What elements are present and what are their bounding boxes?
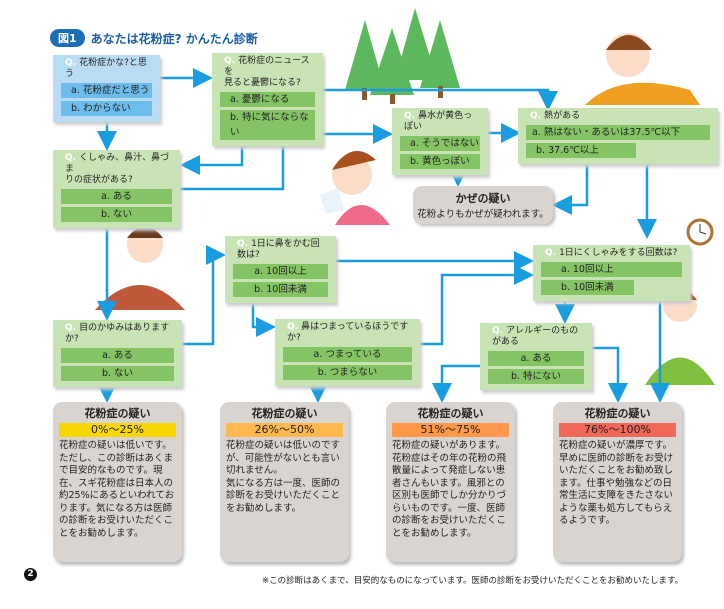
question-text: 目のかゆみはありますか? bbox=[65, 323, 170, 344]
option-b[interactable]: b. つまらない bbox=[283, 365, 412, 380]
option-a[interactable]: a. 憂鬱になる bbox=[220, 92, 315, 107]
question-box-q5: Q.熱がある a. 熱はない・あるいは37.5℃以下 b. 37.6℃以上 bbox=[518, 108, 718, 164]
clock-icon bbox=[686, 218, 714, 246]
result-heading: 花粉症の疑い bbox=[417, 407, 484, 420]
option-b[interactable]: b. 10回未満 bbox=[541, 280, 634, 295]
q-prefix: Q. bbox=[530, 111, 542, 121]
q-prefix: Q. bbox=[65, 58, 77, 68]
q-prefix: Q. bbox=[404, 111, 416, 121]
woman-sneezing-illustration bbox=[320, 151, 390, 225]
result-range: 26%～50% bbox=[226, 423, 343, 437]
page-number: 2 bbox=[24, 568, 37, 581]
pine-trees-illustration bbox=[345, 8, 460, 104]
result-box-26-50: 花粉症の疑い 26%～50% 花粉症の疑いは低いのですが、可能性がないとも言い切… bbox=[220, 402, 349, 562]
figure-title: 図1 あなたは花粉症? かんたん診断 bbox=[50, 29, 258, 47]
option-b[interactable]: b. ない bbox=[61, 366, 174, 381]
option-a[interactable]: a. ある bbox=[488, 351, 584, 366]
result-text: 花粉症の疑いが濃厚です。早めに医師の診断をお受けいただくことをお勧め致します。仕… bbox=[559, 440, 674, 526]
question-text: 1日にくしゃみをする回数は? bbox=[559, 248, 678, 258]
question-text: 花粉症かな?と思う bbox=[65, 58, 147, 79]
footnote: ※この診断はあくまで、目安的なものになっています。医師の診断をお受けいただくこと… bbox=[262, 576, 684, 586]
option-a[interactable]: a. つまっている bbox=[283, 347, 412, 362]
q-prefix: Q. bbox=[492, 326, 504, 336]
question-text: アレルギーのものがある bbox=[492, 326, 579, 347]
option-a[interactable]: a. 花粉症だと思う bbox=[61, 83, 152, 98]
question-box-q9: Q.鼻はつまっているほうですか? a. つまっている b. つまらない bbox=[275, 319, 420, 386]
q-prefix: Q. bbox=[545, 248, 557, 258]
result-text: 花粉症の疑いがあります。花粉症はその年の花粉の飛散量によって発症しない患者さんも… bbox=[392, 440, 507, 539]
q-prefix: Q. bbox=[224, 56, 236, 66]
option-a[interactable]: a. 熱はない・あるいは37.5℃以下 bbox=[526, 125, 710, 140]
q-prefix: Q. bbox=[65, 323, 77, 333]
option-a[interactable]: a. ある bbox=[61, 348, 174, 363]
question-text: 鼻水が黄色っぽい bbox=[404, 111, 473, 132]
question-box-q8: Q.目のかゆみはありますか? a. ある b. ない bbox=[53, 320, 182, 387]
woman-fever-illustration bbox=[585, 33, 700, 105]
question-box-q2: Q.花粉症のニュースを 見ると憂鬱になる? a. 憂鬱になる b. 特に気になら… bbox=[212, 53, 323, 146]
result-box-51-75: 花粉症の疑い 51%～75% 花粉症の疑いがあります。花粉症はその年の花粉の飛散… bbox=[386, 402, 515, 562]
result-box-0-25: 花粉症の疑い 0%～25% 花粉症の疑いは低いです。ただし、この診断はあくまで目… bbox=[53, 402, 182, 562]
question-box-q7: Q.1日にくしゃみをする回数は? a. 10回以上 b. 10回未満 bbox=[533, 245, 690, 301]
result-text: 花粉症の疑いは低いのですが、可能性がないとも言い切れません。 気になる方は一度、… bbox=[226, 440, 341, 514]
question-text: 鼻はつまっているほうですか? bbox=[287, 322, 409, 343]
question-box-q6: Q.1日に鼻をかむ回数は? a. 10回以上 b. 10回未満 bbox=[225, 236, 336, 303]
title-text: あなたは花粉症? かんたん診断 bbox=[90, 31, 258, 46]
option-a[interactable]: a. 10回以上 bbox=[541, 262, 682, 277]
q-prefix: Q. bbox=[287, 322, 299, 332]
figure-badge: 図1 bbox=[50, 29, 85, 47]
question-text: 熱がある bbox=[544, 111, 581, 121]
option-b[interactable]: b. 黄色っぽい bbox=[400, 154, 480, 169]
cold-result-box: かぜの疑い 花粉よりもかぜが疑われます。 bbox=[413, 186, 553, 224]
cold-heading: かぜの疑い bbox=[455, 192, 511, 205]
question-text: 1日に鼻をかむ回数は? bbox=[237, 239, 320, 260]
question-box-q10: Q.アレルギーのものがある a. ある b. 特にない bbox=[480, 323, 592, 390]
option-a[interactable]: a. 10回以上 bbox=[233, 264, 328, 279]
q-prefix: Q. bbox=[65, 153, 77, 163]
option-b[interactable]: b. 特にない bbox=[488, 369, 584, 384]
result-heading: 花粉症の疑い bbox=[584, 407, 651, 420]
man-itchy-eyes-illustration bbox=[95, 226, 185, 310]
question-box-q4: Q.鼻水が黄色っぽい a. そうではない b. 黄色っぽい bbox=[392, 108, 488, 175]
result-text: 花粉症の疑いは低いです。ただし、この診断はあくまで目安的なものです。現在、スギ花… bbox=[59, 440, 175, 539]
result-heading: 花粉症の疑い bbox=[251, 407, 318, 420]
question-text: くしゃみ、鼻汁、鼻づま りの症状がある? bbox=[65, 153, 170, 185]
question-text: 花粉症のニュースを 見ると憂鬱になる? bbox=[224, 56, 310, 88]
result-box-76-100: 花粉症の疑い 76%～100% 花粉症の疑いが濃厚です。早めに医師の診断をお受け… bbox=[553, 402, 682, 562]
result-heading: 花粉症の疑い bbox=[84, 407, 151, 420]
option-b[interactable]: b. 特に気にならない bbox=[220, 110, 315, 140]
q-prefix: Q. bbox=[237, 239, 249, 249]
result-range: 0%～25% bbox=[59, 423, 176, 437]
option-b[interactable]: b. わからない bbox=[61, 101, 152, 116]
man-crying-illustration bbox=[645, 288, 715, 385]
option-a[interactable]: a. そうではない bbox=[400, 136, 480, 151]
option-b[interactable]: b. ない bbox=[61, 207, 172, 222]
result-range: 51%～75% bbox=[392, 423, 509, 437]
question-box-q3: Q.くしゃみ、鼻汁、鼻づま りの症状がある? a. ある b. ない bbox=[53, 150, 180, 228]
option-b[interactable]: b. 37.6℃以上 bbox=[526, 143, 636, 158]
option-a[interactable]: a. ある bbox=[61, 189, 172, 204]
option-b[interactable]: b. 10回未満 bbox=[233, 282, 328, 297]
cold-text: 花粉よりもかぜが疑われます。 bbox=[417, 209, 549, 220]
question-box-q1: Q.花粉症かな?と思う a. 花粉症だと思う b. わからない bbox=[53, 55, 160, 122]
result-range: 76%～100% bbox=[559, 423, 676, 437]
